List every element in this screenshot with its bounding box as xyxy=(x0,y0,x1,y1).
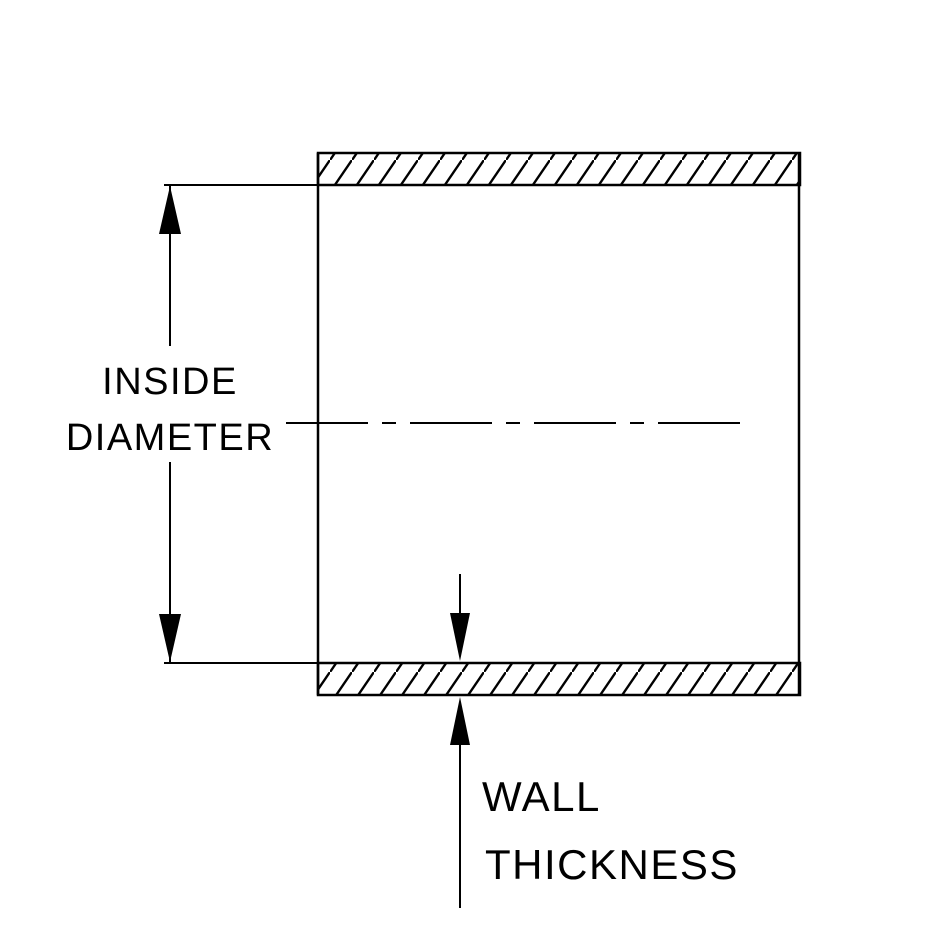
inside-diameter-label-line2: DIAMETER xyxy=(66,417,274,459)
arrow-down-icon xyxy=(159,614,181,662)
arrow-down-icon xyxy=(450,613,470,661)
inside-diameter-label-background xyxy=(60,346,280,462)
arrow-up-icon xyxy=(159,186,181,234)
inside-diameter-label-line1: INSIDE xyxy=(102,361,238,403)
wall-thickness-label-line1: WALL xyxy=(482,773,601,820)
bottom-wall-hatched-section xyxy=(316,661,802,697)
top-wall-hatched-section xyxy=(316,151,802,187)
arrow-up-icon xyxy=(450,697,470,745)
wall-thickness-label-line2: THICKNESS xyxy=(485,841,739,888)
